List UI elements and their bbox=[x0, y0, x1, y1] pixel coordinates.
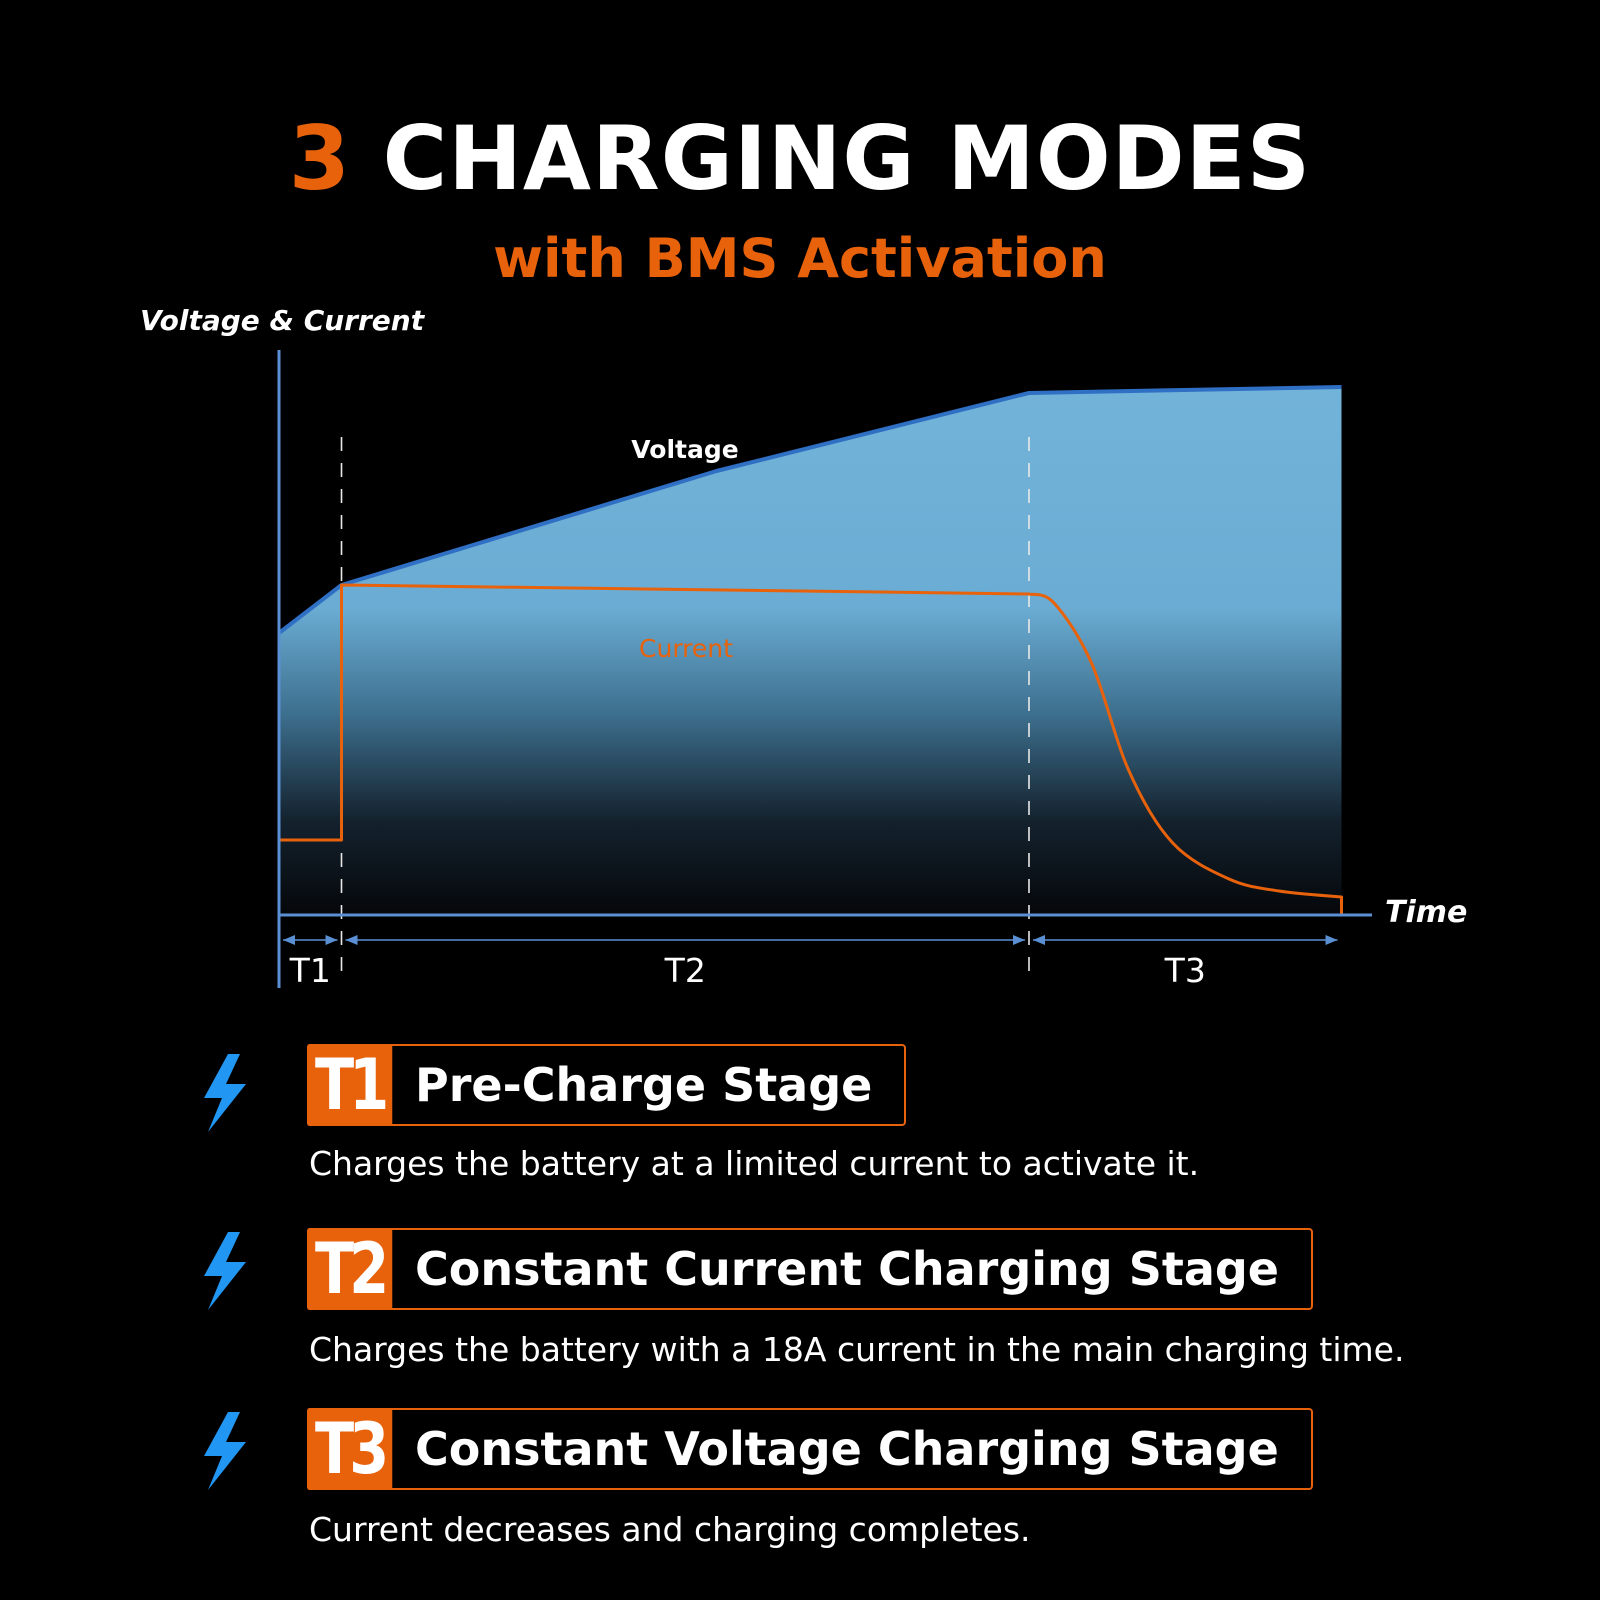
stage-t2-code: T2 bbox=[307, 1228, 393, 1310]
stage-span-t2-arrow-left bbox=[345, 935, 358, 945]
stage-span-t2-arrow-right bbox=[1013, 935, 1025, 945]
current-label: Current bbox=[639, 634, 733, 663]
title-number: 3 bbox=[288, 107, 352, 210]
stage-label-t1: T1 bbox=[289, 951, 331, 990]
stage-t3-code: T3 bbox=[307, 1408, 393, 1490]
x-axis-label: Time bbox=[1385, 895, 1467, 930]
stage-t2-box: T2 Constant Current Charging Stage bbox=[307, 1228, 1314, 1310]
stage-t3-desc: Current decreases and charging completes… bbox=[309, 1510, 1031, 1549]
stage-t2-name: Constant Current Charging Stage bbox=[415, 1242, 1280, 1296]
lightning-bolt-icon bbox=[204, 1054, 246, 1132]
stage-span-t1-arrow-right bbox=[325, 935, 338, 945]
lightning-bolt-icon bbox=[204, 1412, 246, 1490]
lightning-bolt-icon bbox=[204, 1232, 246, 1310]
voltage-area bbox=[279, 387, 1342, 915]
stage-t3-box: T3 Constant Voltage Charging Stage bbox=[307, 1408, 1313, 1490]
stage-t3-name: Constant Voltage Charging Stage bbox=[415, 1422, 1279, 1476]
stage-span-t1-arrow-left bbox=[283, 935, 295, 945]
stage-label-t3: T3 bbox=[1164, 951, 1206, 990]
stage-t2-desc: Charges the battery with a 18A current i… bbox=[309, 1330, 1405, 1369]
voltage-label: Voltage bbox=[631, 435, 738, 464]
stage-span-t3-arrow-right bbox=[1325, 935, 1338, 945]
stage-t1-box: T1 Pre-Charge Stage bbox=[307, 1044, 907, 1126]
stage-label-t2: T2 bbox=[664, 951, 706, 990]
current-line bbox=[279, 583, 1343, 915]
stage-t1-code: T1 bbox=[307, 1044, 393, 1126]
stage-t1-name: Pre-Charge Stage bbox=[415, 1058, 873, 1112]
voltage-line bbox=[277, 385, 1342, 635]
title-text: CHARGING MODES bbox=[382, 107, 1312, 210]
stage-t1-desc: Charges the battery at a limited current… bbox=[309, 1144, 1200, 1183]
page-subtitle: with BMS Activation bbox=[493, 227, 1107, 290]
y-axis-label: Voltage & Current bbox=[140, 304, 426, 337]
stage-span-t3-arrow-left bbox=[1033, 935, 1045, 945]
page-title: 3 CHARGING MODES bbox=[0, 104, 1600, 214]
